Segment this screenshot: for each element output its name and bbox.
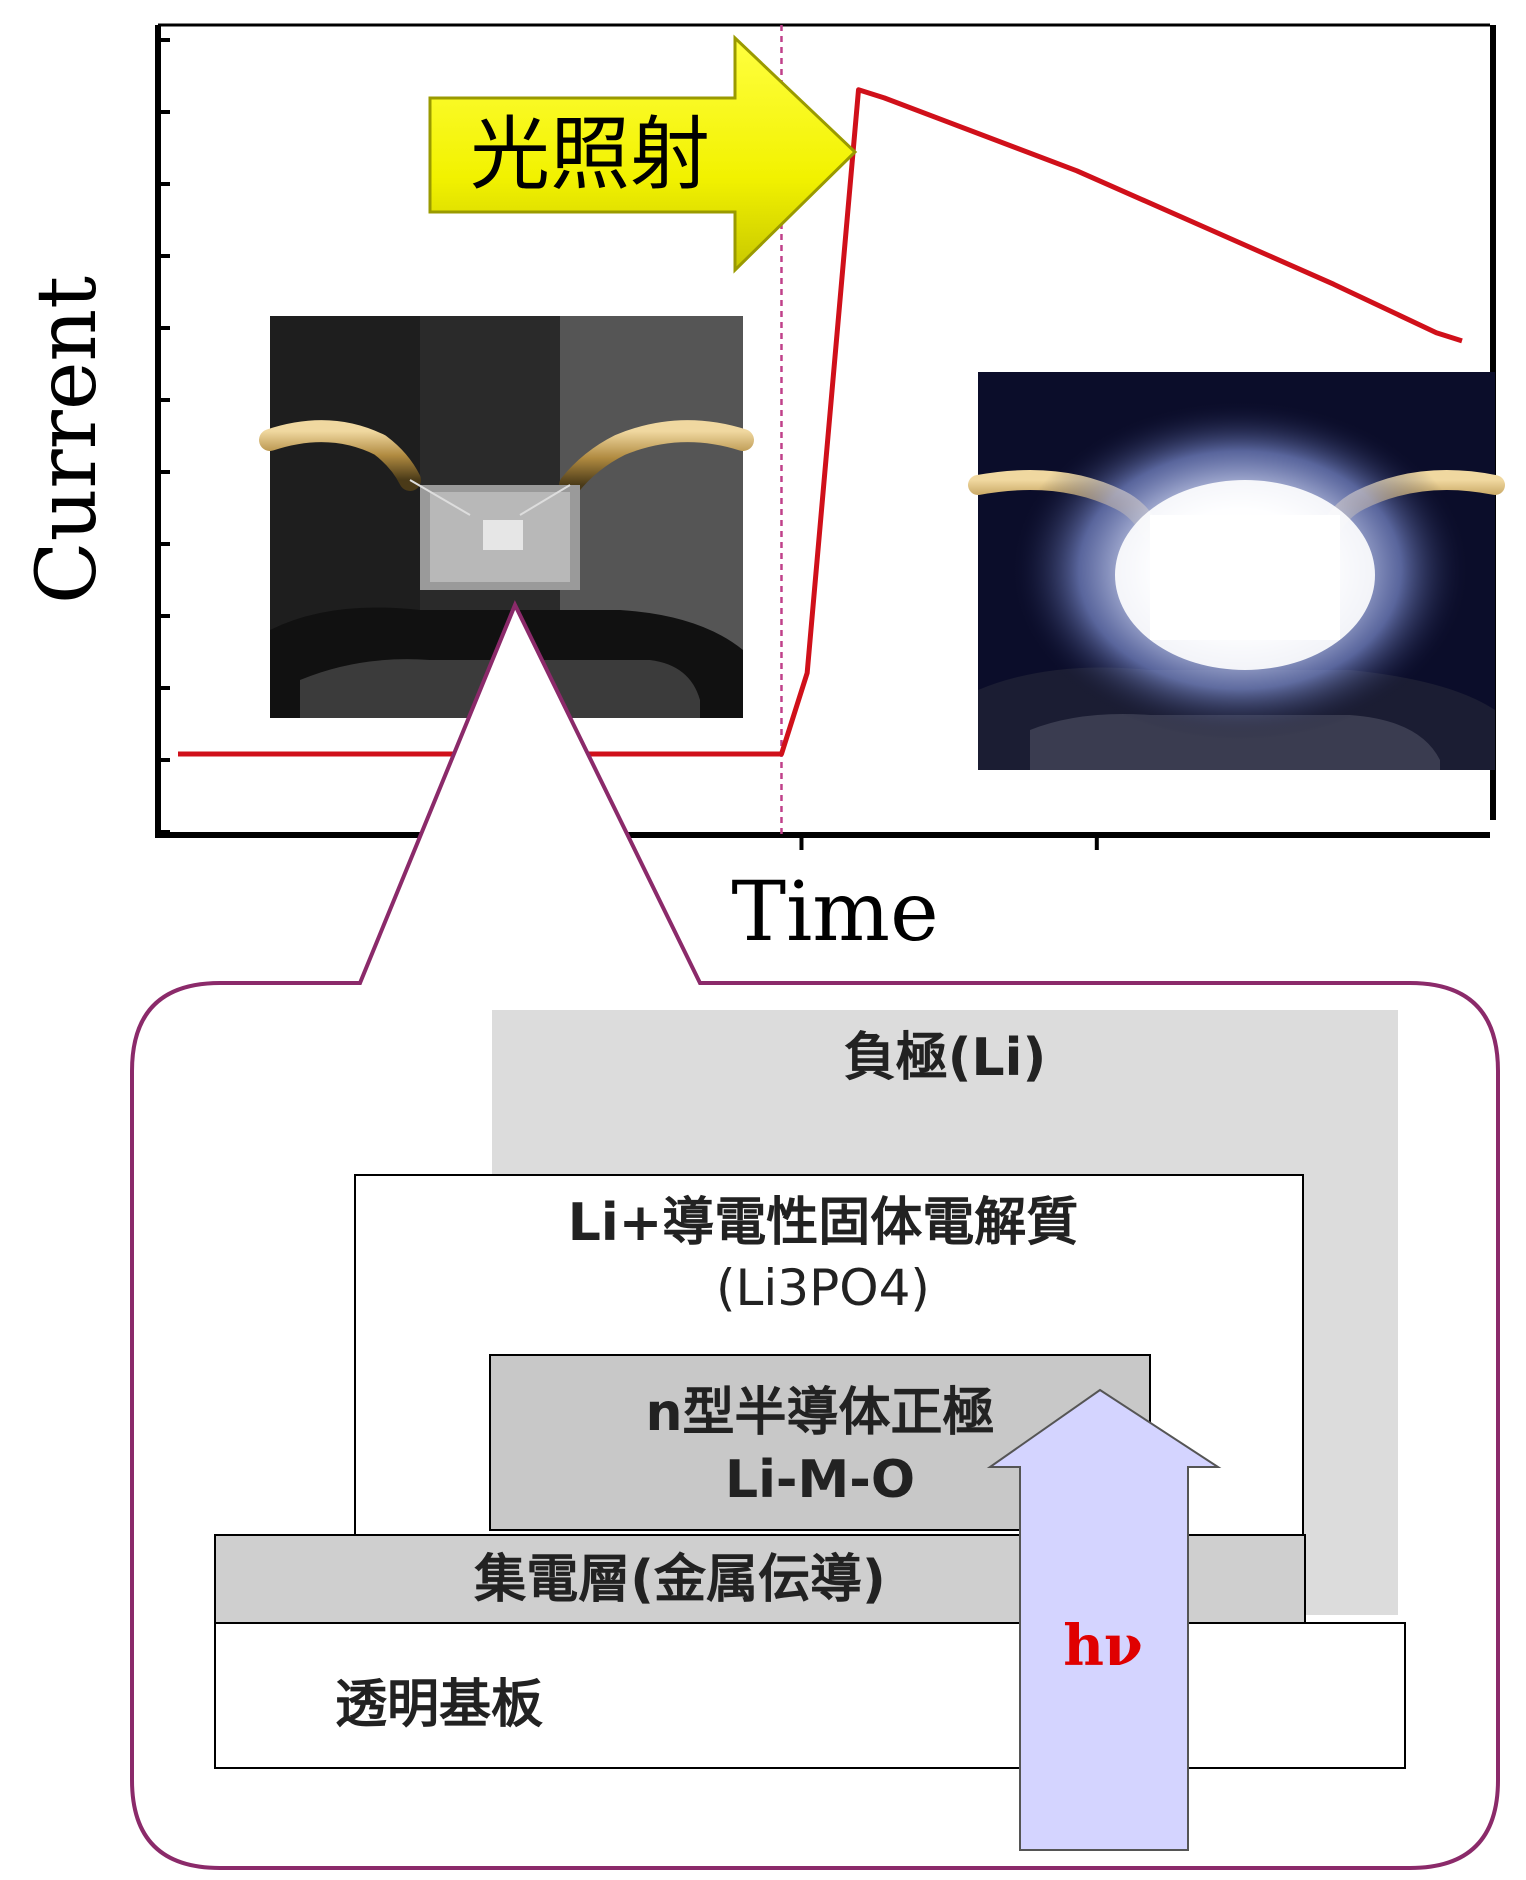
light-irradiation-arrow: 光照射	[428, 34, 858, 274]
light-arrow	[986, 1388, 1222, 1851]
electrolyte-formula: (Li3PO4)	[716, 1259, 930, 1317]
substrate-layer	[214, 1622, 1406, 1769]
light-irradiation-label: 光照射	[470, 108, 710, 201]
collector-label: 集電層(金属伝導)	[473, 1550, 886, 1610]
device-photo-before	[259, 316, 754, 718]
arrow-shape	[428, 34, 858, 274]
cathode-label: n型半導体正極	[645, 1383, 994, 1443]
substrate-label: 透明基板	[335, 1675, 543, 1735]
electrolyte-label: Li+導電性固体電解質	[568, 1193, 1079, 1253]
light-label: hν	[1063, 1613, 1143, 1679]
x-axis-ticks	[799, 835, 1099, 850]
chart: Current Time 光照射	[20, 23, 1496, 960]
cathode-formula: Li-M-O	[725, 1450, 915, 1510]
x-axis-label: Time	[731, 865, 938, 960]
layer-diagram: 負極(Li) Li+導電性固体電解質 (Li3PO4) n型半導体正極 Li-M…	[214, 1010, 1406, 1851]
device-photo-after	[968, 372, 1505, 770]
y-axis-ticks	[158, 38, 170, 834]
y-axis-label: Current	[20, 276, 115, 604]
current-series-line	[178, 87, 1463, 757]
anode-label: 負極(Li)	[844, 1028, 1047, 1088]
